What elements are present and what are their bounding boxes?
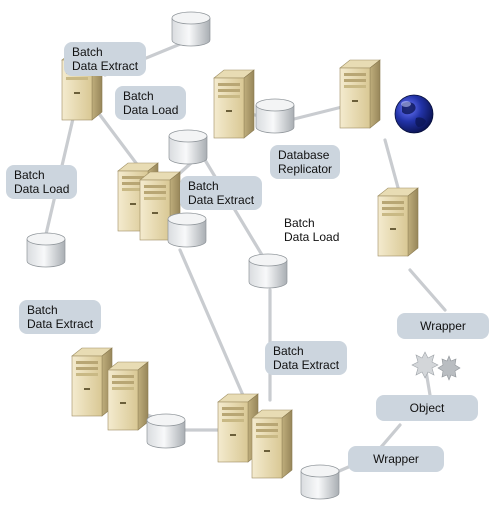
label-line: Batch [284, 216, 315, 230]
server-top-right [339, 59, 381, 129]
label-line: Batch [123, 89, 154, 103]
label-database-replicator: Database Replicator [270, 145, 341, 179]
disk-top-center [255, 98, 295, 134]
label-line: Replicator [278, 162, 333, 176]
label-batch-load-top: Batch Data Load [115, 86, 187, 120]
label-line: Batch [188, 179, 219, 193]
object-icon [411, 351, 461, 381]
server-bottom-left-b [107, 361, 149, 431]
disk-left [26, 232, 66, 268]
label-wrapper-bottom: Wrapper [348, 446, 444, 472]
label-line: Batch [273, 344, 304, 358]
label-batch-extract-bottom: Batch Data Extract [265, 341, 348, 375]
label-line: Batch [14, 168, 45, 182]
disk-upper-left [168, 129, 208, 165]
label-batch-load-left: Batch Data Load [6, 165, 78, 199]
label-line: Data Extract [188, 193, 255, 207]
label-batch-load-mid: Batch Data Load [276, 213, 347, 247]
label-batch-extract-top: Batch Data Extract [64, 42, 147, 76]
label-line: Data Load [14, 182, 70, 196]
server-bottom-left-a [71, 347, 113, 417]
label-line: Data Extract [72, 59, 139, 73]
globe-icon [394, 94, 434, 134]
label-batch-extract-mid: Batch Data Extract [180, 176, 263, 210]
label-line: Batch [72, 45, 103, 59]
label-line: Data Load [123, 103, 179, 117]
disk-mid [248, 253, 288, 289]
server-right [377, 187, 419, 257]
label-line: Data Load [284, 230, 340, 244]
server-bottom-center-b [251, 409, 293, 479]
label-object: Object [376, 395, 478, 421]
disk-mid-left [167, 212, 207, 248]
disk-top [171, 11, 211, 47]
label-line: Data Extract [27, 317, 94, 331]
label-line: Batch [27, 303, 58, 317]
label-batch-extract-left: Batch Data Extract [19, 300, 102, 334]
label-wrapper-right: Wrapper [397, 313, 489, 339]
disk-bottom-left [146, 413, 186, 449]
disk-bottom [300, 464, 340, 500]
label-line: Database [278, 148, 330, 162]
server-top-center [213, 69, 255, 139]
label-line: Data Extract [273, 358, 340, 372]
